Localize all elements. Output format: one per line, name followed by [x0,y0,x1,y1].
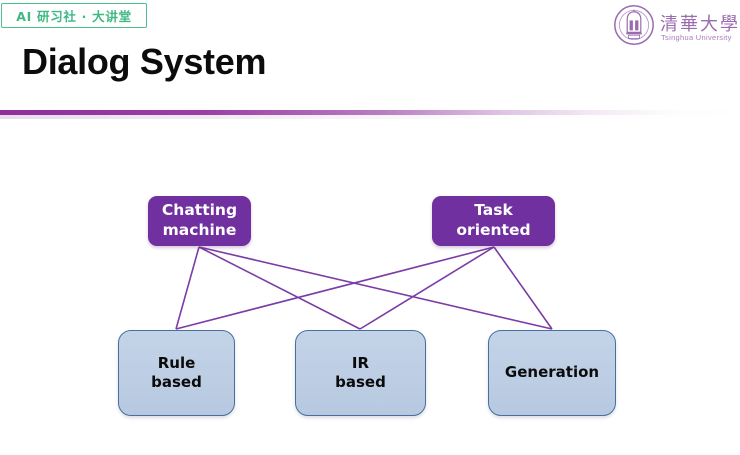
logo-wordmark-chinese: 清華大學 [660,14,740,35]
tsinghua-emblem-icon [614,5,654,45]
node-chatting-machine-label-line2: machine [162,221,237,239]
node-chatting-machine[interactable]: Chatting machine [148,196,251,246]
slide-header: AI 研习社 · 大讲堂 Dialog System 清華大學 Tsinghua… [0,0,740,120]
node-rule-based[interactable]: Rule based [118,330,235,416]
brand-badge-label: AI 研习社 · 大讲堂 [16,9,132,24]
brand-badge: AI 研习社 · 大讲堂 [1,3,147,28]
edge-task-generation [493,246,553,330]
node-task-oriented-label-line2: oriented [456,221,531,239]
node-ir-based-label-line1: IR [351,353,370,372]
node-task-oriented-label-line1: Task [474,201,513,220]
page-title: Dialog System [22,41,267,82]
node-task-oriented[interactable]: Task oriented [432,196,555,246]
edge-chatting-rule [175,246,200,330]
logo-wordmark-english: Tsinghua University [661,33,732,42]
edge-task-ir [359,246,495,330]
header-divider [0,110,740,115]
node-chatting-machine-label-line1: Chatting [161,201,238,220]
header-divider-shadow [0,115,740,119]
node-rule-based-label-line1: Rule [157,353,196,372]
edge-chatting-generation [198,246,553,330]
node-ir-based-label-line2: based [335,373,386,391]
node-ir-based[interactable]: IR based [295,330,426,416]
node-generation[interactable]: Generation [488,330,616,416]
node-rule-based-label-line2: based [151,373,202,391]
tsinghua-university-logo: 清華大學 Tsinghua University [613,4,740,48]
edge-chatting-ir [198,246,361,330]
node-generation-label-line1: Generation [504,363,600,382]
edge-task-rule [175,246,495,330]
